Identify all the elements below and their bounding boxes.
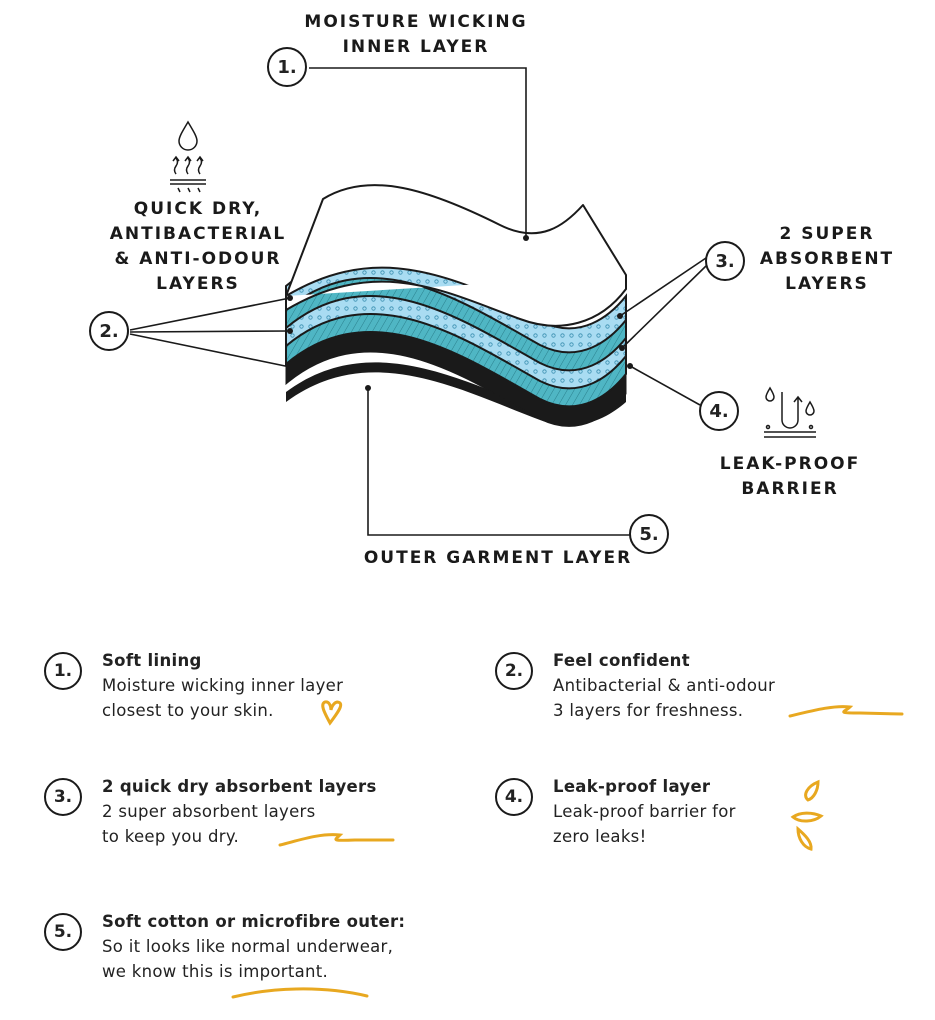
inner-layer-sheet bbox=[285, 184, 627, 327]
label-line: 2 SUPER bbox=[779, 224, 875, 244]
squiggle-doodle bbox=[278, 833, 395, 847]
feature-number: 3. bbox=[44, 778, 82, 816]
squiggle-doodle bbox=[788, 705, 904, 718]
label-line: LAYERS bbox=[156, 274, 240, 294]
leader-dots bbox=[287, 235, 633, 391]
feature-text: So it looks like normal underwear, bbox=[102, 937, 394, 956]
label-line: BARRIER bbox=[741, 479, 839, 499]
feature-text: zero leaks! bbox=[553, 827, 647, 846]
marker-5: 5. bbox=[629, 514, 669, 554]
label-line: QUICK DRY, bbox=[133, 199, 263, 219]
feature-text: 3 layers for freshness. bbox=[553, 701, 744, 720]
label-line: ABSORBENT bbox=[759, 249, 895, 269]
feature-number: 5. bbox=[44, 913, 82, 951]
feature-number: 2. bbox=[495, 652, 533, 690]
feature-number: 4. bbox=[495, 778, 533, 816]
splash-doodle bbox=[796, 825, 813, 851]
label-line: LAYERS bbox=[785, 274, 869, 294]
outer-layer-label: OUTER GARMENT LAYER bbox=[363, 548, 633, 568]
marker-3: 3. bbox=[705, 241, 745, 281]
feature-text: Antibacterial & anti-odour bbox=[553, 676, 776, 695]
feature-title: Feel confident bbox=[553, 651, 690, 670]
absorbent-label: 2 SUPER ABSORBENT LAYERS bbox=[760, 222, 894, 297]
label-line: LEAK-PROOF bbox=[719, 454, 861, 474]
label-line: ANTIBACTERIAL bbox=[109, 224, 287, 244]
feature-text: closest to your skin. bbox=[102, 701, 274, 720]
heart-doodle bbox=[321, 700, 343, 726]
label-line: INNER LAYER bbox=[342, 37, 490, 57]
feature-title: Leak-proof layer bbox=[553, 777, 711, 796]
feature-number: 1. bbox=[44, 652, 82, 690]
feature-text: Leak-proof barrier for bbox=[553, 802, 736, 821]
splash-doodle bbox=[804, 779, 820, 802]
inner-layer-label: MOISTURE WICKING INNER LAYER bbox=[304, 10, 527, 60]
leak-proof-label: LEAK-PROOF BARRIER bbox=[720, 452, 860, 502]
leader-lines bbox=[129, 67, 707, 536]
splash-doodle bbox=[790, 811, 824, 823]
label-line: & ANTI-ODOUR bbox=[114, 249, 282, 269]
marker-1: 1. bbox=[267, 47, 307, 87]
drop-evaporation-icon bbox=[170, 120, 206, 193]
label-line: MOISTURE WICKING bbox=[304, 12, 528, 32]
marker-4: 4. bbox=[699, 391, 739, 431]
feature-text: we know this is important. bbox=[102, 962, 329, 981]
quick-dry-label: QUICK DRY, ANTIBACTERIAL & ANTI-ODOUR LA… bbox=[110, 197, 287, 297]
feature-text: to keep you dry. bbox=[102, 827, 240, 846]
feature-text: 2 super absorbent layers bbox=[102, 802, 316, 821]
feature-title: Soft lining bbox=[102, 651, 202, 670]
underline-doodle bbox=[231, 987, 369, 999]
accent-doodles bbox=[231, 700, 904, 999]
marker-2: 2. bbox=[89, 311, 129, 351]
feature-title: 2 quick dry absorbent layers bbox=[102, 777, 377, 796]
feature-text: Moisture wicking inner layer bbox=[102, 676, 344, 695]
feature-title: Soft cotton or microfibre outer: bbox=[102, 912, 406, 931]
leak-proof-barrier-icon bbox=[764, 386, 816, 438]
